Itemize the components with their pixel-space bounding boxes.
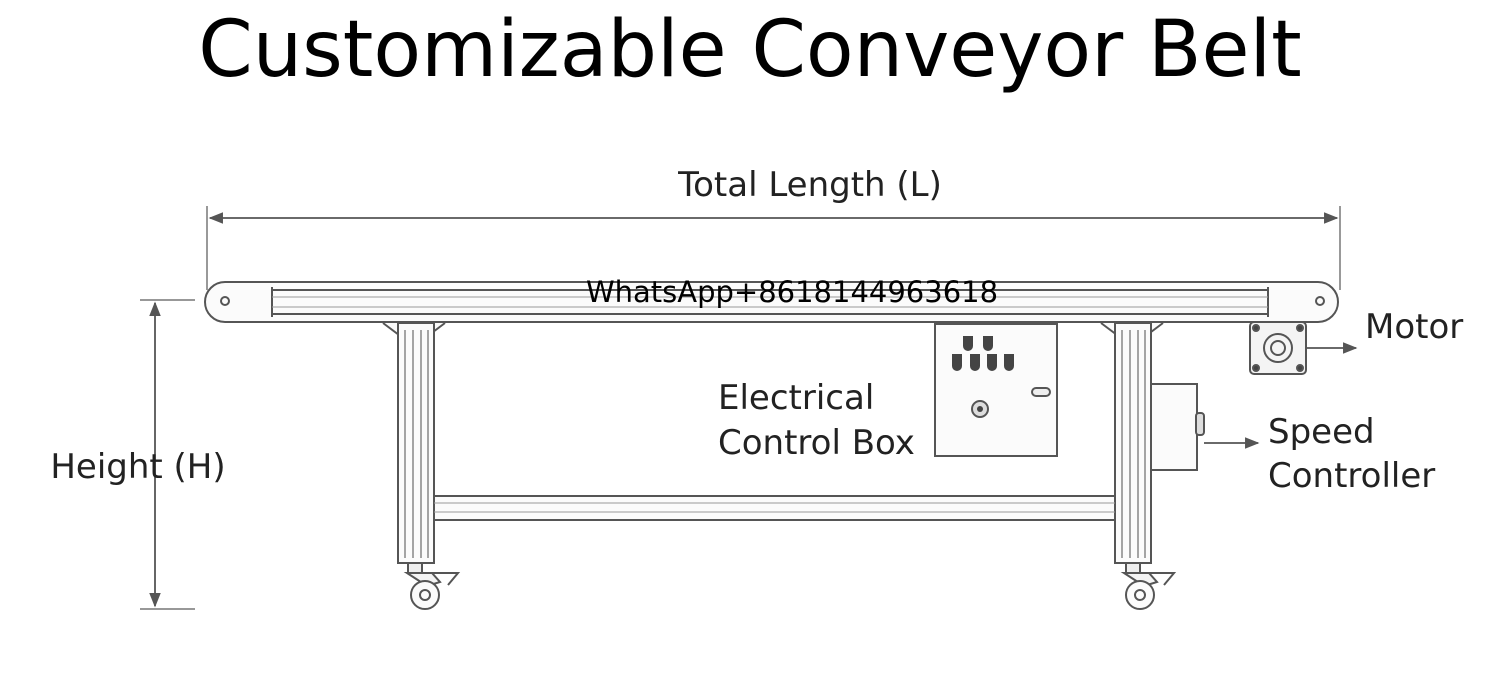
speed-controller — [1150, 383, 1205, 471]
control-box-label-line2: Control Box — [718, 423, 915, 463]
electrical-control-box — [934, 323, 1058, 457]
left-caster-icon — [403, 572, 461, 610]
height-dimension: Height (H) — [50, 299, 226, 610]
motor-icon — [1249, 321, 1307, 375]
cross-bar — [433, 495, 1116, 521]
page-title: Customizable Conveyor Belt — [198, 5, 1302, 95]
right-caster-icon — [1120, 572, 1177, 610]
speed-controller-label-line1: Speed — [1268, 412, 1375, 452]
watermark-text: WhatsApp+8618144963618 — [586, 275, 998, 309]
height-label: Height (H) — [50, 447, 225, 487]
switch-icon — [1031, 387, 1051, 397]
right-pulley-icon — [1315, 296, 1325, 306]
left-pulley-icon — [220, 296, 230, 306]
total-length-label: Total Length (L) — [677, 165, 942, 205]
control-box-label-line1: Electrical — [718, 378, 874, 418]
control-buttons-icon — [952, 336, 1014, 371]
speed-controller-label-line2: Controller — [1268, 456, 1435, 496]
left-leg — [382, 322, 446, 574]
total-length-dimension: Total Length (L) — [206, 165, 1341, 290]
right-leg — [1100, 322, 1164, 574]
motor-label: Motor — [1365, 307, 1463, 347]
belt-frame — [204, 281, 1339, 323]
